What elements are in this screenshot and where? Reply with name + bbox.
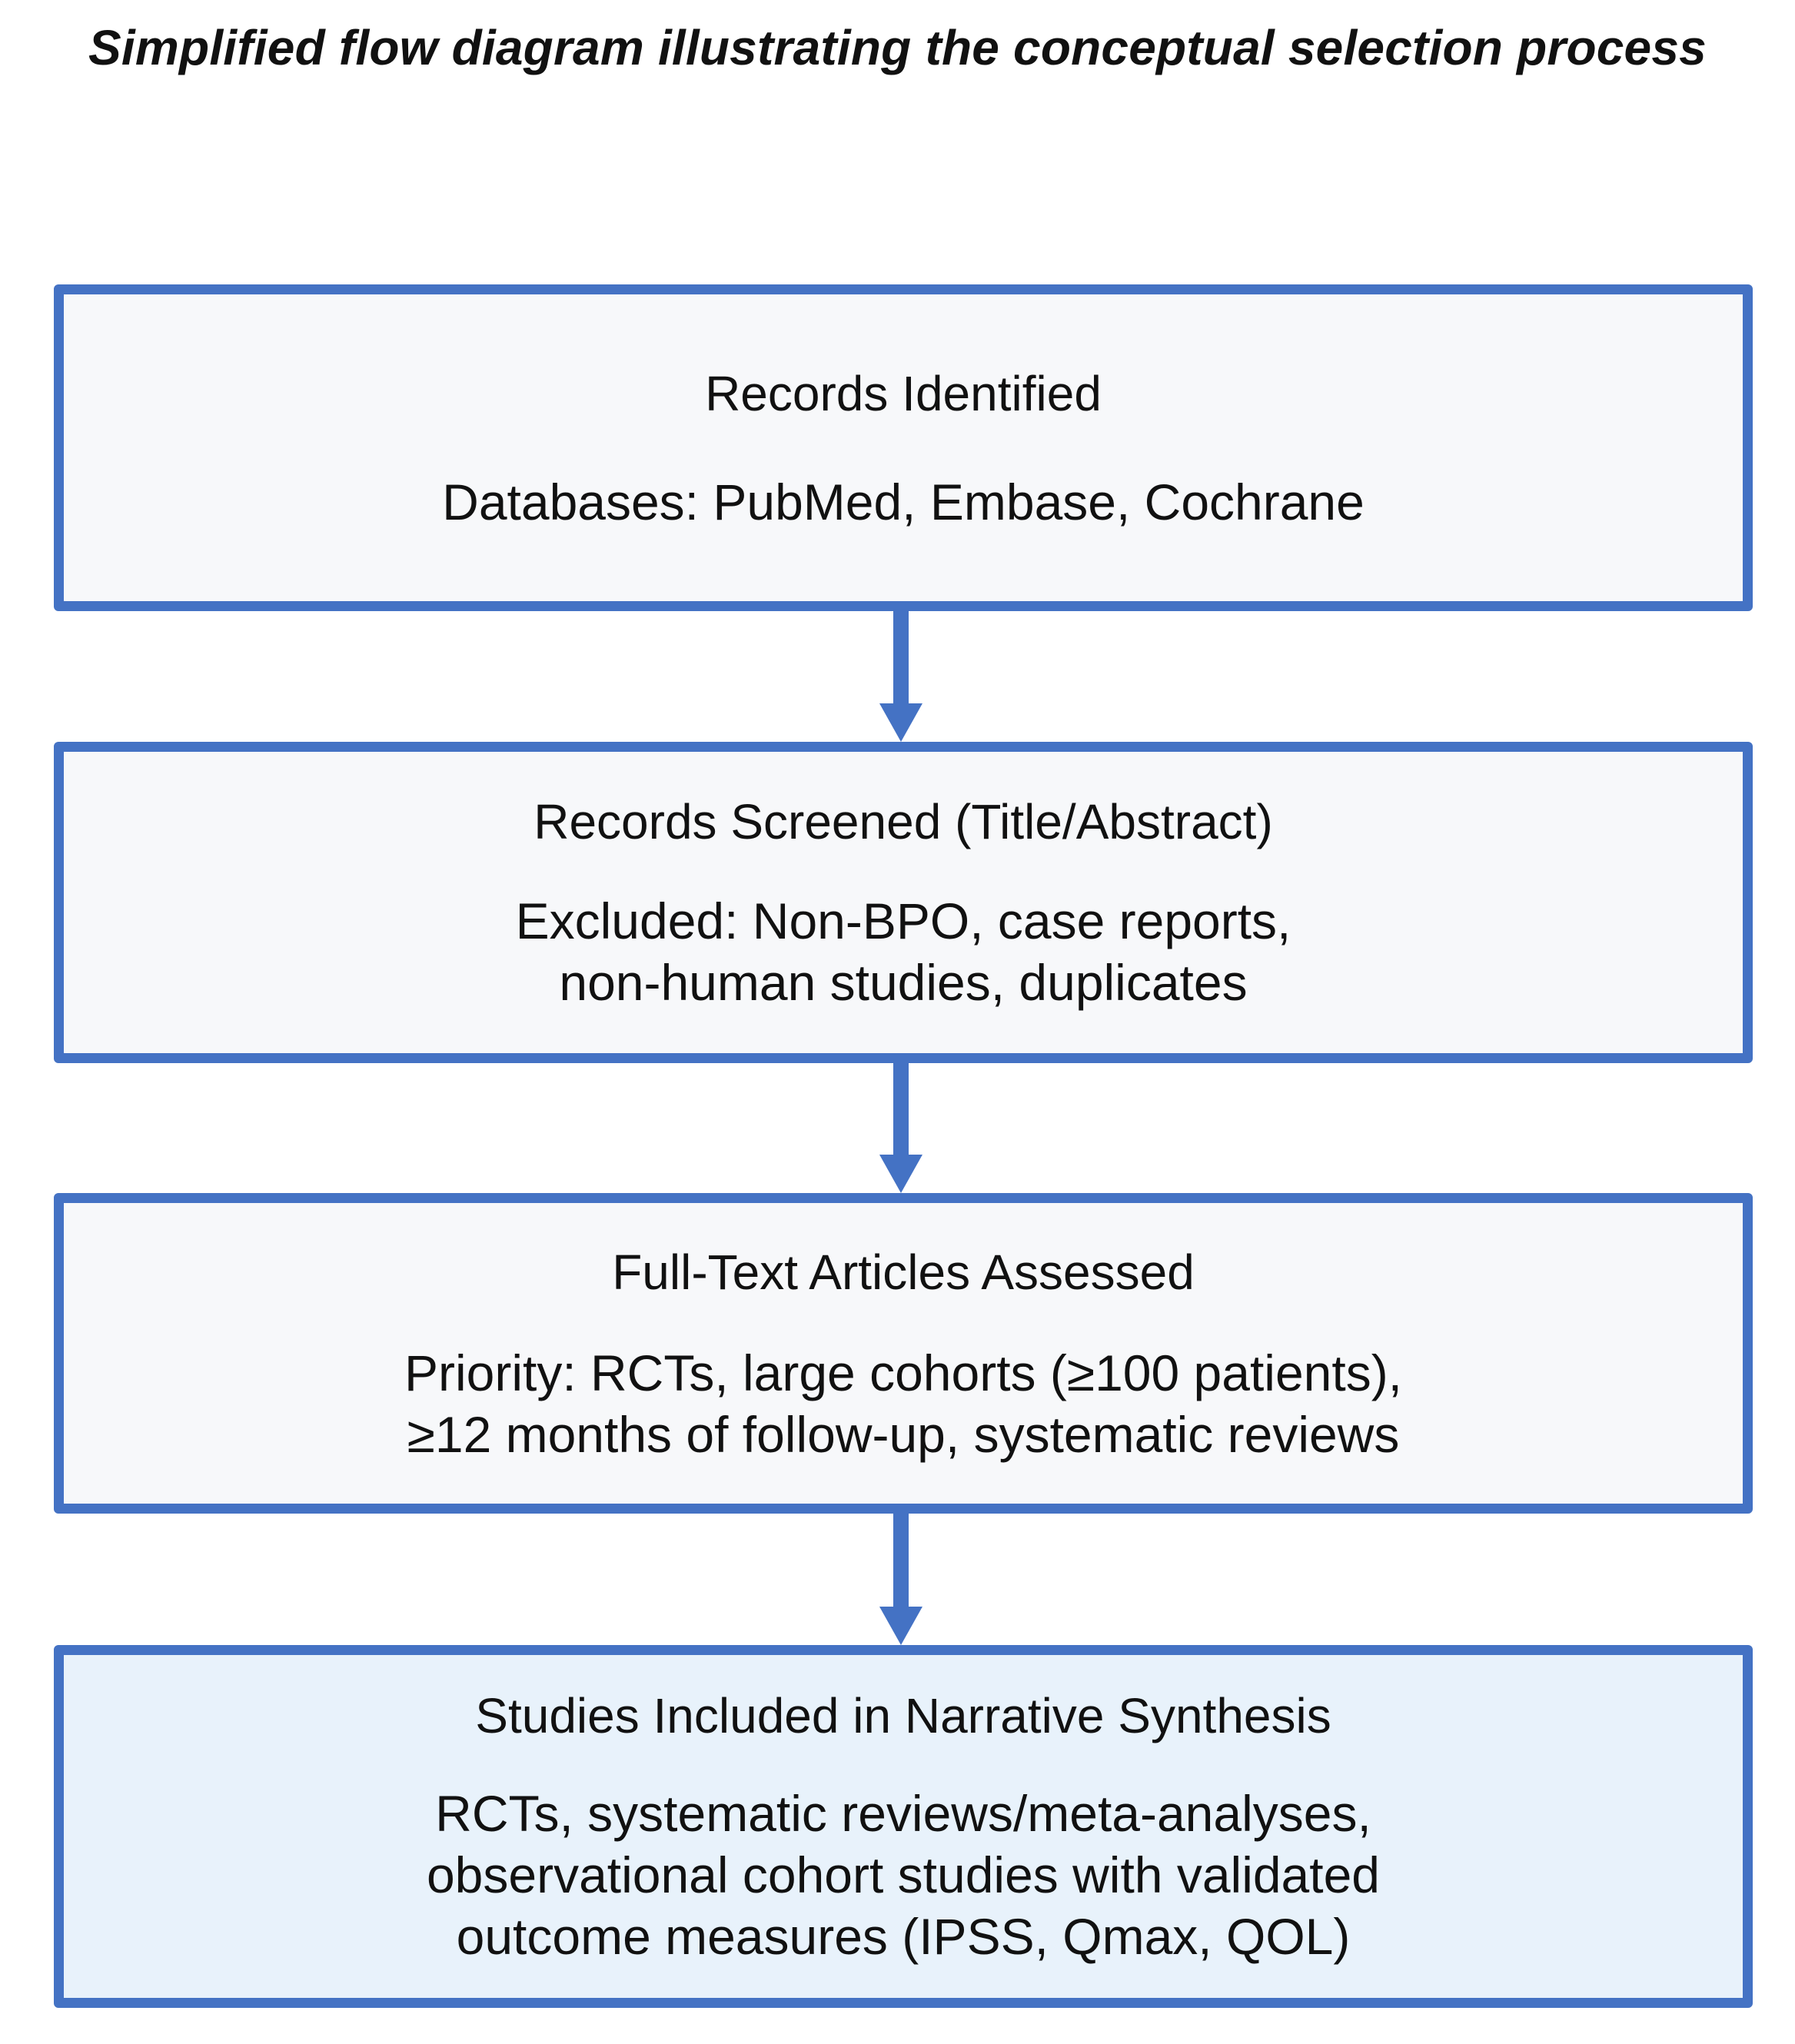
arrow-screened-to-fulltext-icon — [879, 1063, 922, 1195]
arrow-head — [879, 703, 922, 742]
flow-box-body-line: Databases: PubMed, Embase, Cochrane — [442, 473, 1365, 530]
figure-title: Simplified flow diagram illustrating the… — [88, 20, 1707, 75]
flow-box-body-line: RCTs, systematic reviews/meta-analyses, — [435, 1785, 1371, 1842]
flow-box-records-screened: Records Screened (Title/Abstract) Exclud… — [54, 742, 1753, 1063]
flow-box-full-text-assessed: Full-Text Articles Assessed Priority: RC… — [54, 1193, 1753, 1514]
flow-box-body-line: observational cohort studies with valida… — [426, 1846, 1381, 1903]
arrow-identified-to-screened-icon — [879, 611, 922, 743]
flow-box-heading: Studies Included in Narrative Synthesis — [475, 1688, 1331, 1743]
flow-box-body-line: Priority: RCTs, large cohorts (≥100 pati… — [404, 1344, 1403, 1401]
flow-box-heading: Full-Text Articles Assessed — [612, 1244, 1195, 1300]
arrow-shaft — [893, 1513, 909, 1608]
arrow-head — [879, 1155, 922, 1193]
flow-box-records-identified: Records Identified Databases: PubMed, Em… — [54, 284, 1753, 611]
flow-box-body: Excluded: Non-BPO, case reports, non-hum… — [516, 890, 1291, 1013]
flow-box-body: RCTs, systematic reviews/meta-analyses, … — [427, 1783, 1380, 1967]
flow-box-heading: Records Identified — [705, 365, 1102, 421]
flow-box-body: Priority: RCTs, large cohorts (≥100 pati… — [404, 1342, 1402, 1465]
flow-box-heading: Records Screened (Title/Abstract) — [534, 794, 1273, 849]
flow-box-body-line: non-human studies, duplicates — [559, 954, 1248, 1011]
flow-box-body-line: ≥12 months of follow-up, systematic revi… — [407, 1405, 1400, 1463]
arrow-fulltext-to-included-icon — [879, 1513, 922, 1647]
arrow-shaft — [893, 611, 909, 705]
arrow-head — [879, 1607, 922, 1645]
arrow-shaft — [893, 1063, 909, 1156]
flow-box-studies-included: Studies Included in Narrative Synthesis … — [54, 1645, 1753, 2008]
flow-box-body: Databases: PubMed, Embase, Cochrane — [442, 471, 1365, 533]
flow-box-body-line: Excluded: Non-BPO, case reports, — [515, 892, 1291, 949]
flow-box-body-line: outcome measures (IPSS, Qmax, QOL) — [456, 1908, 1351, 1965]
